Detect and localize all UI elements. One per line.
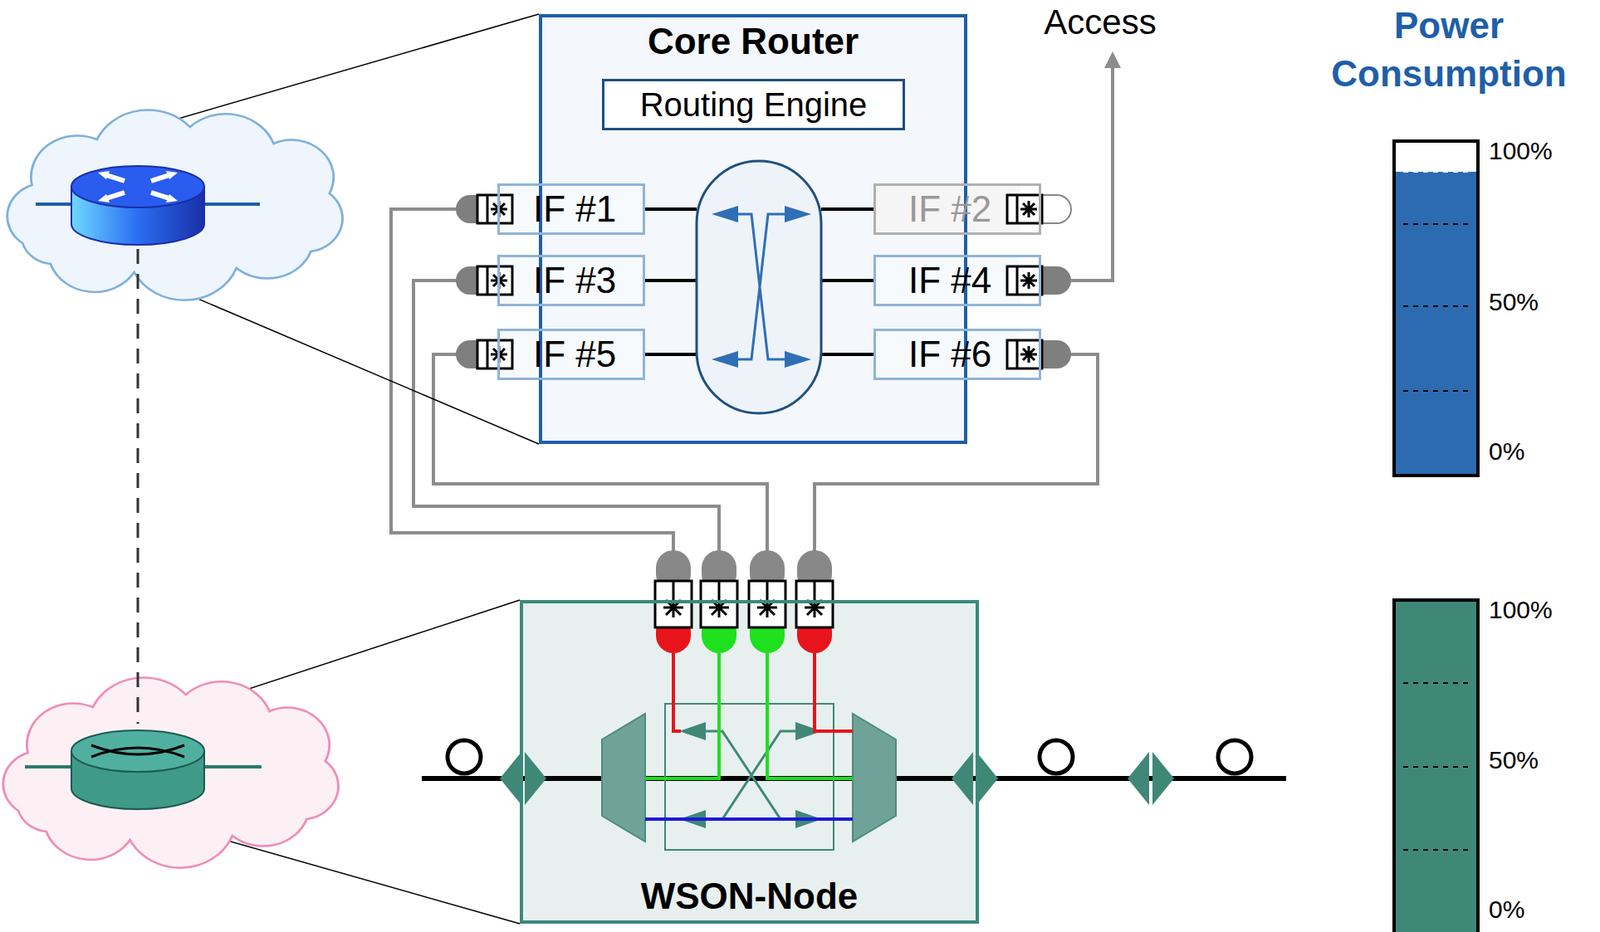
scale-label: 100% (1488, 595, 1581, 626)
scale-label: 50% (1488, 287, 1581, 318)
cloud-part (3, 677, 339, 868)
fiber-line-part (1218, 740, 1252, 774)
wson-router-icon-part (71, 730, 205, 773)
router-housing-part (601, 78, 906, 131)
interface-box: IF #3 (497, 254, 646, 307)
scale-label: 100% (1488, 136, 1581, 167)
node-text: IF #4 (908, 259, 992, 302)
wson-housing-part (519, 600, 979, 925)
wson-transceiver-part (655, 581, 692, 628)
power-bar (1394, 141, 1478, 932)
node-text: Routing Engine (640, 86, 868, 124)
wson-transceiver-part (700, 581, 738, 628)
chart-title: Power Consumption (1311, 1, 1586, 98)
wson-router-icon-part (91, 745, 185, 758)
router-box: Core RouterRouting EngineIF #1IF #2IF #3… (538, 14, 968, 445)
switch-fabric-part (736, 214, 787, 360)
wss-switch-part (814, 653, 853, 732)
access-arrow-part (1071, 63, 1113, 281)
power-bar-part (1394, 141, 1478, 476)
switch-fabric (645, 161, 874, 414)
cloud-part (7, 109, 343, 300)
router-housing-part (873, 183, 1021, 235)
router-icon-part (71, 166, 205, 208)
transceiver-plug-part (1007, 195, 1043, 224)
wson-transceiver-part (796, 581, 833, 628)
interface-box-disabled: IF #2 (873, 183, 1042, 235)
wson-node-box: WSON-Node (519, 600, 979, 925)
wss-switch-part (645, 653, 720, 779)
router-housing-part (497, 328, 646, 381)
interface-box: IF #1 (497, 183, 646, 235)
interface-box: IF #6 (873, 328, 1042, 381)
wson-housing (519, 600, 979, 925)
node-text: IF #2 (908, 188, 992, 230)
engine-box: Routing Engine (601, 78, 906, 131)
scale-label: 50% (1488, 745, 1581, 776)
interface-box: IF #5 (497, 328, 646, 381)
access-arrow (1071, 51, 1121, 281)
node-text: Core Router (647, 20, 859, 63)
power-bar-part (1403, 224, 1470, 392)
node-text: IF #5 (533, 333, 617, 376)
wss-switch (601, 653, 896, 851)
router-icon (35, 166, 260, 245)
power-bar-part (1395, 171, 1477, 475)
switch-fabric-part (696, 161, 822, 414)
wss-switch-part (601, 714, 646, 842)
power-bar-part (1403, 171, 1470, 173)
transceiver-plug-part (477, 195, 513, 224)
scale-label: 0% (1488, 436, 1581, 467)
transceiver-plug-part (477, 340, 513, 369)
scale-label: 0% (1488, 895, 1581, 925)
router-housing-part (873, 328, 1021, 381)
interface-box: IF #4 (873, 254, 1042, 307)
transceiver-plug-part (1007, 266, 1043, 295)
power-bar-part (1403, 683, 1470, 851)
amplifier-part (1127, 752, 1175, 806)
access-label: Access (996, 1, 1204, 44)
router-housing-part (497, 254, 646, 307)
amplifier-part (951, 752, 999, 806)
transceiver-plug-part (477, 266, 513, 295)
router-housing-part (497, 183, 646, 235)
wson-transceiver-part (748, 581, 786, 628)
switch-fabric-part (711, 205, 812, 368)
router-housing-part (873, 254, 1021, 307)
wss-switch-part (852, 714, 896, 842)
node-text: IF #6 (908, 333, 992, 376)
fiber-line-part (447, 740, 481, 774)
access-arrow-part (1104, 51, 1121, 69)
node-text: WSON-Node (640, 875, 859, 918)
amplifier-part (499, 752, 547, 806)
cloud (3, 109, 343, 868)
transceiver-plug-part (1007, 340, 1043, 369)
node-text: IF #3 (533, 259, 617, 302)
fiber-line-part (1039, 740, 1073, 774)
router-icon-part (103, 174, 172, 200)
wss-switch-part (645, 817, 853, 822)
router-icon-part (97, 171, 178, 203)
wss-switch-part (679, 722, 823, 829)
wss-switch-part (673, 653, 681, 732)
dashed-link-part (137, 249, 140, 725)
wson-router-icon (24, 730, 262, 810)
dashed-link (137, 249, 139, 725)
node-text: IF #1 (533, 188, 617, 230)
power-bar-part (1394, 600, 1478, 932)
wss-switch-part (767, 653, 853, 779)
